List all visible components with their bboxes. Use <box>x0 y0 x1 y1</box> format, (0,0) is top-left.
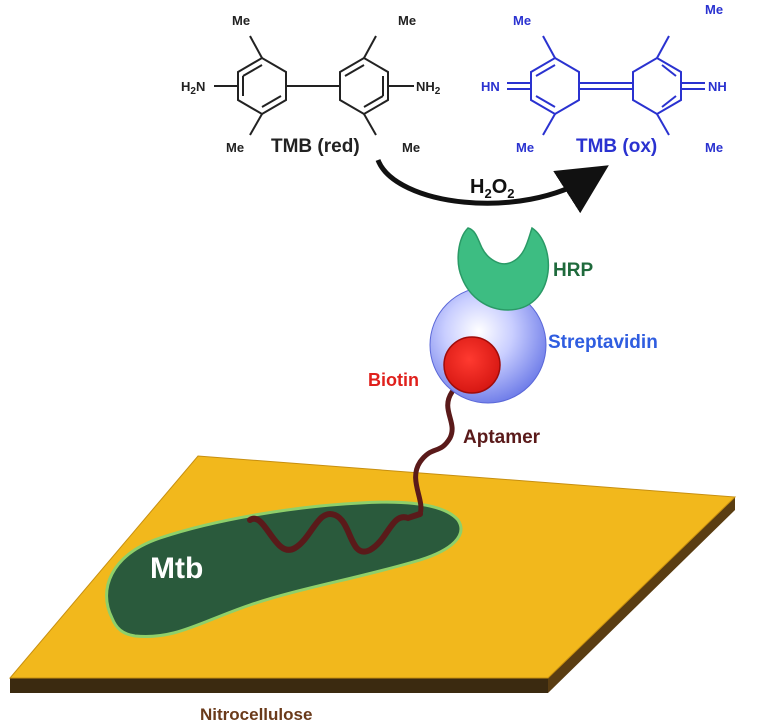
nitrocellulose-side <box>10 678 548 693</box>
tmb-ox-me-bottom-right: Me <box>705 140 723 155</box>
tmb-ox-me-top-right: Me <box>705 2 723 17</box>
tmb-red-me-top-left: Me <box>232 13 250 28</box>
nitrocellulose-right-edge <box>548 497 735 693</box>
tmb-red-amine-left: H2N <box>181 79 205 97</box>
nitrocellulose-label: Nitrocellulose <box>200 705 312 724</box>
mtb-bacterium <box>105 500 463 639</box>
tmb-ox-imine-left: HN <box>481 79 500 94</box>
hrp-enzyme <box>457 226 550 311</box>
mtb-label: Mtb <box>150 552 203 585</box>
biotin-label: Biotin <box>368 370 419 390</box>
tmb-red-me-bottom-right: Me <box>402 140 420 155</box>
aptamer-strand <box>247 389 455 555</box>
tmb-reduced-structure <box>214 35 414 136</box>
reaction-arrow <box>375 158 609 214</box>
aptamer-label: Aptamer <box>463 427 541 448</box>
biotin-sphere <box>443 336 501 394</box>
tmb-oxidized-structure <box>507 35 705 136</box>
tmb-ox-imine-right: NH <box>708 79 727 94</box>
tmb-red-label: TMB (red) <box>271 136 360 157</box>
tmb-red-me-top-right: Me <box>398 13 416 28</box>
tmb-ox-me-bottom-left: Me <box>516 140 534 155</box>
hrp-label: HRP <box>553 260 593 281</box>
tmb-ox-me-top-left: Me <box>513 13 531 28</box>
streptavidin-label: Streptavidin <box>548 332 658 353</box>
tmb-red-me-bottom-left: Me <box>226 140 244 155</box>
tmb-red-amine-right: NH2 <box>416 79 441 97</box>
tmb-ox-label: TMB (ox) <box>576 136 657 157</box>
h2o2-label: H2O2 <box>470 176 514 201</box>
